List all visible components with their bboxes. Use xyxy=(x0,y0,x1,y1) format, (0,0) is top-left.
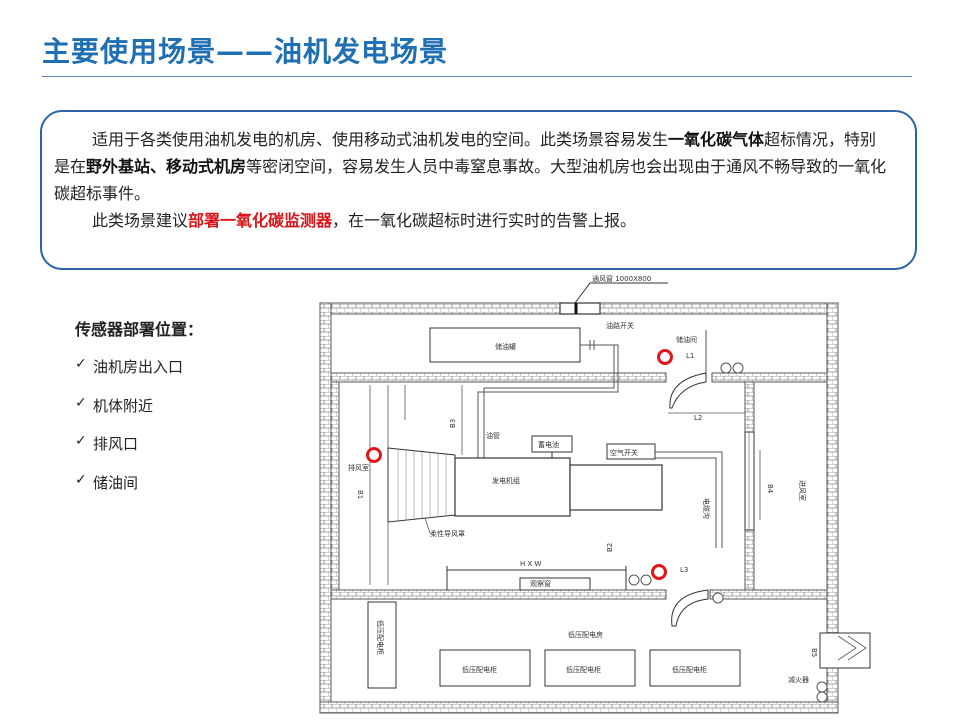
list-item: ✓ 排风口 xyxy=(75,433,183,472)
generator-set xyxy=(454,457,571,517)
lv-cabinet-label: 低压配电柜 xyxy=(566,665,601,674)
oil-pipe-label: 油管 xyxy=(486,431,500,440)
list-item: ✓ 机体附近 xyxy=(75,395,183,434)
lv-cabinet-label: 低压配电柜 xyxy=(672,665,707,674)
page-title: 主要使用场景——油机发电场景 xyxy=(42,35,449,68)
b2-label: B2 xyxy=(606,543,614,552)
lv-cabinet-label: 低压配电柜 xyxy=(376,620,385,655)
observe-window-label: 观察窗 xyxy=(530,579,551,588)
exhaust-label: 排风室 xyxy=(348,463,369,472)
desc-text: 此类场景建议 xyxy=(92,211,189,230)
oil-tank xyxy=(429,327,581,363)
extinguisher-icon xyxy=(816,681,828,693)
title-divider xyxy=(42,76,912,77)
description-paragraph-1: 适用于各类使用油机发电的机房、使用移动式油机发电的空间。此类场景容易发生一氧化碳… xyxy=(54,126,891,207)
oil-switch-label: 油路开关 xyxy=(606,321,634,330)
sensor-marker-exhaust xyxy=(366,447,382,463)
desc-highlight-deploy: 部署一氧化碳监测器 xyxy=(188,211,333,230)
vent-window-label: 通风窗 1000X800 xyxy=(592,274,651,283)
oil-room-label: 储油间 xyxy=(676,335,697,344)
flex-duct-label: 柔性导风罩 xyxy=(430,529,465,538)
check-icon: ✓ xyxy=(75,356,87,372)
air-switch-label: 空气开关 xyxy=(610,448,638,457)
l1-label: L1 xyxy=(686,352,694,360)
extinguisher-icon xyxy=(816,691,828,703)
oil-tank-label: 储油罐 xyxy=(495,342,516,351)
desc-text: 等密闭空间，容易发生人员中毒窒息事故。大型油机房也会出现由于通风不畅导致的一氧化… xyxy=(54,157,887,203)
description-box: 适用于各类使用油机发电的机房、使用移动式油机发电的空间。此类场景容易发生一氧化碳… xyxy=(40,110,917,270)
lv-cabinet xyxy=(649,649,741,687)
check-icon: ✓ xyxy=(75,471,87,488)
check-icon: ✓ xyxy=(75,433,87,449)
desc-highlight-co: 一氧化碳气体 xyxy=(668,130,765,149)
b5-label: B5 xyxy=(810,648,818,657)
b3-label: B3 xyxy=(449,419,457,428)
lv-room-label: 低压配电房 xyxy=(568,630,603,639)
sensor-list: ✓ 油机房出入口 ✓ 机体附近 ✓ 排风口 ✓ 储油间 xyxy=(75,356,183,510)
lv-room-door xyxy=(671,589,709,627)
lv-cabinet-vertical xyxy=(367,601,397,689)
air-intake-label: 进风室 xyxy=(798,480,807,501)
sensor-marker-entrance xyxy=(651,564,667,580)
observation-window xyxy=(519,577,591,591)
hxw-label: H X W xyxy=(520,560,542,568)
oil-room-door xyxy=(669,372,707,409)
l2-label: L2 xyxy=(694,414,702,422)
desc-highlight-field-station: 野外基站 xyxy=(86,157,151,176)
desc-text: ，在一氧化碳超标时进行实时的告警上报。 xyxy=(332,211,637,230)
cable-trench-label: 电缆沟 xyxy=(702,498,711,519)
sensor-item-label: 油机房出入口 xyxy=(93,358,184,376)
b1-label: B1 xyxy=(356,490,364,499)
desc-highlight-mobile-room: 移动式机房 xyxy=(166,157,247,176)
desc-text: 超标情况，特别是在 xyxy=(54,130,877,176)
description-paragraph-2: 此类场景建议部署一氧化碳监测器，在一氧化碳超标时进行实时的告警上报。 xyxy=(54,207,891,234)
b4-label: B4 xyxy=(766,484,774,494)
extinguisher-label: 减火器 xyxy=(788,675,809,684)
list-item: ✓ 油机房出入口 xyxy=(75,356,183,395)
sensor-item-label: 排风口 xyxy=(93,435,139,453)
generator-room-floorplan: 通风窗 1000X800 储油罐 油路开关 油管 储油间 L1 L2 B3 排风… xyxy=(319,274,871,714)
battery-label: 蓄电池 xyxy=(538,440,559,449)
l3-label: L3 xyxy=(680,566,688,574)
sensor-marker-oil-room xyxy=(657,349,673,365)
lv-cabinet-label: 低压配电柜 xyxy=(462,665,497,674)
lv-cabinet xyxy=(544,649,636,687)
generator-label: 发电机组 xyxy=(492,476,520,485)
vent-window xyxy=(559,302,601,315)
desc-text: 适用于各类使用油机发电的机房、使用移动式油机发电的空间。此类场景容易发生 xyxy=(92,130,669,149)
check-icon: ✓ xyxy=(75,394,87,411)
lv-cabinet xyxy=(439,649,531,687)
co-sensor-markers xyxy=(366,349,673,580)
sensor-item-label: 机体附近 xyxy=(93,396,154,415)
sensor-item-label: 储油间 xyxy=(93,473,139,492)
sensor-heading: 传感器部署位置： xyxy=(75,320,204,339)
desc-separator: 、 xyxy=(150,157,167,176)
list-item: ✓ 储油间 xyxy=(75,472,183,511)
